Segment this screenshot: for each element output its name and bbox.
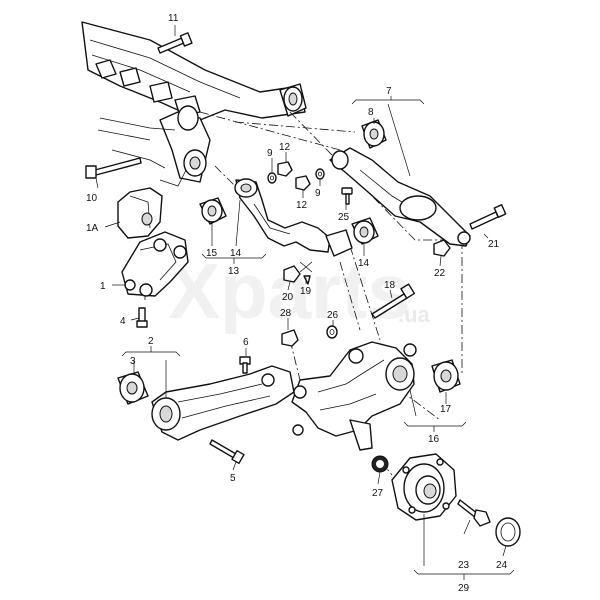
callout-2: 2 [148,336,154,347]
mount-1 [121,231,189,297]
callout-10: 10 [86,193,98,204]
wheel-hub-29 [391,453,457,521]
callout-14b: 14 [358,258,370,269]
nut-20 [283,265,301,283]
nut-28 [281,329,299,347]
watermark-brand: Xparts [168,247,411,335]
callout-13: 13 [228,266,240,277]
callout-18: 18 [384,280,396,291]
callout-24: 24 [496,560,508,571]
bush-3 [117,371,149,405]
callout-3: 3 [130,356,136,367]
callout-5: 5 [230,473,236,484]
bush-17 [431,359,461,393]
callout-12b: 12 [296,200,308,211]
callout-9b: 9 [315,188,321,199]
bolt-6 [239,356,251,374]
callout-22: 22 [434,268,446,279]
lower-arm-13 [234,178,331,253]
washer-26 [326,325,338,339]
bolt-18 [371,283,416,319]
callout-16: 16 [428,434,440,445]
bush-14 [325,217,379,257]
bolt-10 [85,157,142,179]
callout-26: 26 [327,310,339,321]
watermark-suffix: .ua [398,302,431,327]
callout-1: 1 [100,281,106,292]
upper-arm-7 [329,147,471,247]
mount-1a [117,187,163,239]
bolt-5 [209,439,245,465]
callout-17: 17 [440,404,452,415]
callout-6: 6 [243,337,249,348]
callout-25: 25 [338,212,350,223]
bolt-25 [341,187,353,205]
wheel-carrier [291,341,417,451]
callout-12a: 12 [279,142,291,153]
bolt-21 [469,204,507,230]
bush-8 [361,119,387,149]
bolt-4 [136,307,148,328]
callout-7: 7 [386,86,392,97]
callout-14a: 14 [230,248,242,259]
leader-lines [95,25,515,580]
callout-20: 20 [282,292,294,303]
nut-22 [433,239,451,257]
washer-9a [267,172,277,184]
subframe [81,21,307,187]
washer-9b [315,168,325,180]
dust-cap-24 [495,517,521,547]
callout-27: 27 [372,488,384,499]
callout-28: 28 [280,308,292,319]
trailing-arm-2 [151,365,295,441]
bush-15 [199,197,227,225]
callout-11: 11 [168,13,179,24]
callout-1a: 1A [86,223,99,234]
callout-29: 29 [458,583,470,594]
nut-12b [295,175,311,191]
callout-labels: 11 10 1A 1 4 7 8 9 12 9 12 25 21 22 15 1… [86,13,508,594]
bolt-11 [157,32,193,54]
callout-23: 23 [458,560,470,571]
callout-9a: 9 [267,148,273,159]
callout-19: 19 [300,286,312,297]
seal-27 [371,455,389,473]
callout-21: 21 [488,239,500,250]
callout-4: 4 [120,316,126,327]
callout-15: 15 [206,248,218,259]
nut-12a [277,161,293,177]
hub-bolt-23 [457,499,491,527]
callout-8: 8 [368,107,374,118]
